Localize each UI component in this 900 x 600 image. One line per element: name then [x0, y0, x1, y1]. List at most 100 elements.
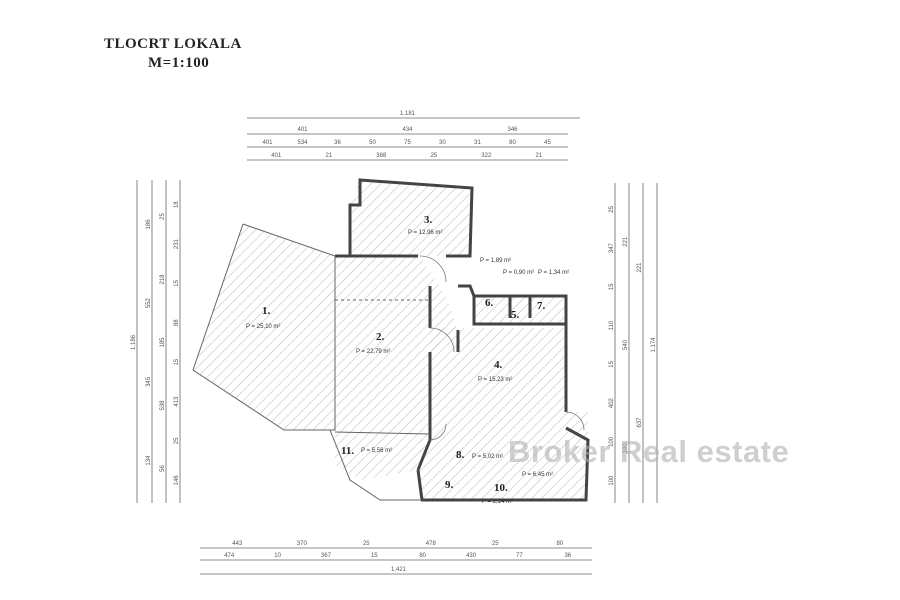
dimension-label: 36	[334, 140, 341, 146]
room-8-number: 8.	[456, 449, 465, 461]
dimension-label: 110	[609, 320, 615, 330]
dimension-chain-top-1: 401 434 346	[297, 127, 518, 133]
dimension-label: 100	[623, 443, 629, 454]
small-area-2: P = 0,90 m²	[503, 270, 534, 276]
dimension-label: 15	[174, 279, 180, 286]
dimension-chain-bottom-1: 443 370 25 478 25 80	[232, 541, 564, 547]
drawing-scale: M=1:100	[148, 55, 210, 71]
dimension-label: 50	[369, 140, 376, 146]
room-4-number: 4.	[494, 359, 503, 371]
dimension-label: 540	[623, 339, 629, 350]
dimension-label: 413	[174, 396, 180, 407]
dimension-label: 474	[224, 553, 235, 559]
dimension-chain-bottom-overall: 1.421	[391, 567, 407, 573]
dimension-label: 443	[232, 541, 243, 547]
dimension-label: 80	[509, 140, 516, 146]
small-area-3: P = 1,34 m²	[538, 270, 569, 276]
dimension-label: 1.174	[651, 337, 657, 353]
small-area-1: P = 1,89 m²	[480, 258, 511, 264]
dimension-chain-right-2: 221 540 100	[623, 236, 629, 453]
dimension-label: 478	[426, 541, 437, 547]
dimension-label: 15	[371, 553, 378, 559]
room-3-number: 3.	[424, 214, 433, 226]
dimension-label: 370	[297, 541, 308, 547]
dimension-label: 221	[623, 236, 629, 247]
dimension-label: 534	[297, 140, 308, 146]
dimension-label: 401	[271, 153, 282, 159]
dimension-label: 388	[376, 153, 387, 159]
dimension-label: 1.181	[400, 111, 416, 117]
dimension-label: 134	[146, 455, 152, 466]
dimension-label: 637	[637, 417, 643, 428]
room-2-number: 2.	[376, 331, 385, 343]
room-7-number: 7.	[537, 300, 546, 312]
dimension-label: 1.421	[391, 567, 407, 573]
dimension-label: 15	[174, 358, 180, 365]
room-10-area: P = 2,14 m²	[482, 499, 513, 505]
room-1-area: P = 25,10 m²	[246, 324, 280, 330]
dimension-label: 36	[564, 553, 571, 559]
dimension-chain-top-3: 401 21 388 25 322 21	[271, 153, 543, 159]
dimension-label: 346	[507, 127, 518, 133]
dimension-label: 25	[174, 437, 180, 444]
dimension-label: 15	[609, 360, 615, 367]
dimension-label: 185	[160, 337, 166, 348]
dimension-label: 401	[297, 127, 308, 133]
dimension-chain-right-overall: 1.174	[651, 337, 657, 353]
dimension-label: 146	[174, 475, 180, 486]
room-9-number: 9.	[445, 479, 454, 491]
dimension-label: 10	[274, 553, 281, 559]
drawing-title: TLOCRT LOKALA	[104, 36, 242, 52]
dimension-lines	[136, 117, 658, 575]
room-5-number: 5.	[511, 309, 520, 321]
dimension-label: 186	[146, 219, 152, 230]
outline-thin-walls	[192, 223, 431, 501]
room-11-area: P = 5,56 m²	[361, 448, 392, 454]
dimension-chain-left-overall: 1.186	[131, 334, 137, 350]
dimension-label: 367	[321, 553, 332, 559]
dimension-label: 538	[160, 400, 166, 411]
dimension-label: 25	[363, 541, 370, 547]
dimension-label: 80	[556, 541, 563, 547]
dimension-chain-left-1: 186 552 345 134	[146, 219, 152, 466]
dimension-label: 322	[481, 153, 492, 159]
room-8-area: P = 5,02 m²	[472, 454, 503, 460]
room-9-area: P = 6,45 m²	[522, 472, 553, 478]
dimension-label: 552	[146, 297, 152, 308]
dimension-label: 25	[430, 153, 437, 159]
dimension-label: 1.186	[131, 334, 137, 350]
room-1-number: 1.	[262, 305, 271, 317]
dimension-label: 88	[174, 319, 180, 326]
dimension-label: 221	[637, 262, 643, 273]
dimension-label: 401	[262, 140, 273, 146]
dimension-label: 25	[609, 205, 615, 212]
dimension-label: 75	[404, 140, 411, 146]
dimension-label: 345	[146, 376, 152, 387]
watermark: Broker Real estate	[508, 434, 790, 469]
room-6-number: 6.	[485, 297, 494, 309]
door-swings	[419, 255, 585, 441]
dimension-label: 18	[174, 201, 180, 208]
dimension-label: 25	[492, 541, 499, 547]
dimension-label: 21	[325, 153, 332, 159]
dimension-label: 231	[174, 238, 180, 249]
room-2-area: P = 22,79 m²	[356, 349, 390, 355]
dimension-label: 77	[516, 553, 523, 559]
room-11-number: 11.	[341, 445, 354, 457]
dimension-chain-left-3: 18 231 15 88 15 413 25 146	[174, 201, 180, 486]
room-4-area: P = 15,23 m²	[478, 377, 512, 383]
dimension-chain-top-overall: 1.181	[400, 111, 416, 117]
room-areas	[193, 180, 588, 500]
dimension-label: 100	[609, 436, 615, 447]
dimension-chain-right-3: 221 637	[637, 262, 643, 428]
dimension-label: 434	[402, 127, 413, 133]
dimension-label: 15	[609, 283, 615, 290]
room-3-area: P = 12,96 m²	[408, 230, 442, 236]
dimension-label: 100	[609, 475, 615, 486]
dimension-label: 21	[535, 153, 542, 159]
dimension-label: 56	[160, 465, 166, 472]
